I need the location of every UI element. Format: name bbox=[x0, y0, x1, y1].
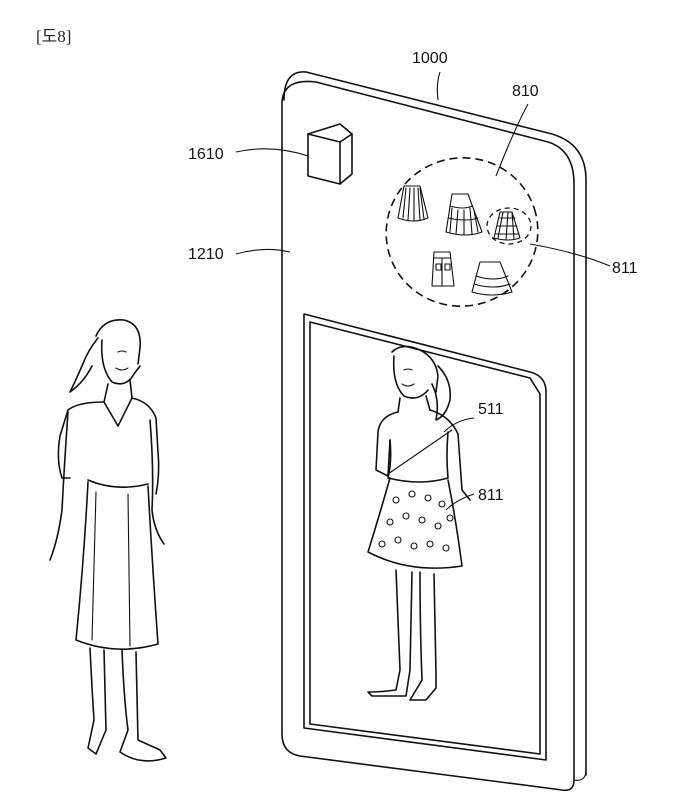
tiered-skirt-icon[interactable] bbox=[445, 193, 483, 236]
polka-dots bbox=[378, 490, 454, 552]
pleated-skirt-icon[interactable] bbox=[397, 185, 429, 222]
real-person-figure bbox=[49, 319, 167, 762]
label-1210: 1210 bbox=[188, 246, 224, 263]
device-body bbox=[281, 71, 587, 792]
denim-skirt-icon[interactable] bbox=[431, 251, 455, 287]
figure-label: [도8] bbox=[36, 27, 72, 46]
label-511: 511 bbox=[478, 401, 504, 418]
avatar-figure bbox=[367, 345, 471, 701]
camera-module bbox=[307, 123, 353, 185]
leader-1210 bbox=[235, 248, 291, 255]
label-810: 810 bbox=[512, 83, 539, 100]
display-area bbox=[303, 313, 547, 761]
leader-810 bbox=[495, 103, 529, 177]
label-1000: 1000 bbox=[412, 50, 448, 67]
leader-511 bbox=[443, 417, 475, 433]
selected-skirt-icon[interactable] bbox=[486, 207, 532, 245]
item-group-ellipse bbox=[385, 157, 539, 307]
leader-811-bottom bbox=[445, 493, 475, 511]
label-811-applied: 811 bbox=[478, 487, 504, 504]
label-811-selected: 811 bbox=[612, 260, 638, 277]
leader-811-top bbox=[529, 243, 611, 267]
label-1610: 1610 bbox=[188, 146, 224, 163]
leader-1000 bbox=[436, 71, 441, 101]
leader-1610 bbox=[235, 148, 309, 157]
ruffle-skirt-icon[interactable] bbox=[471, 261, 513, 296]
